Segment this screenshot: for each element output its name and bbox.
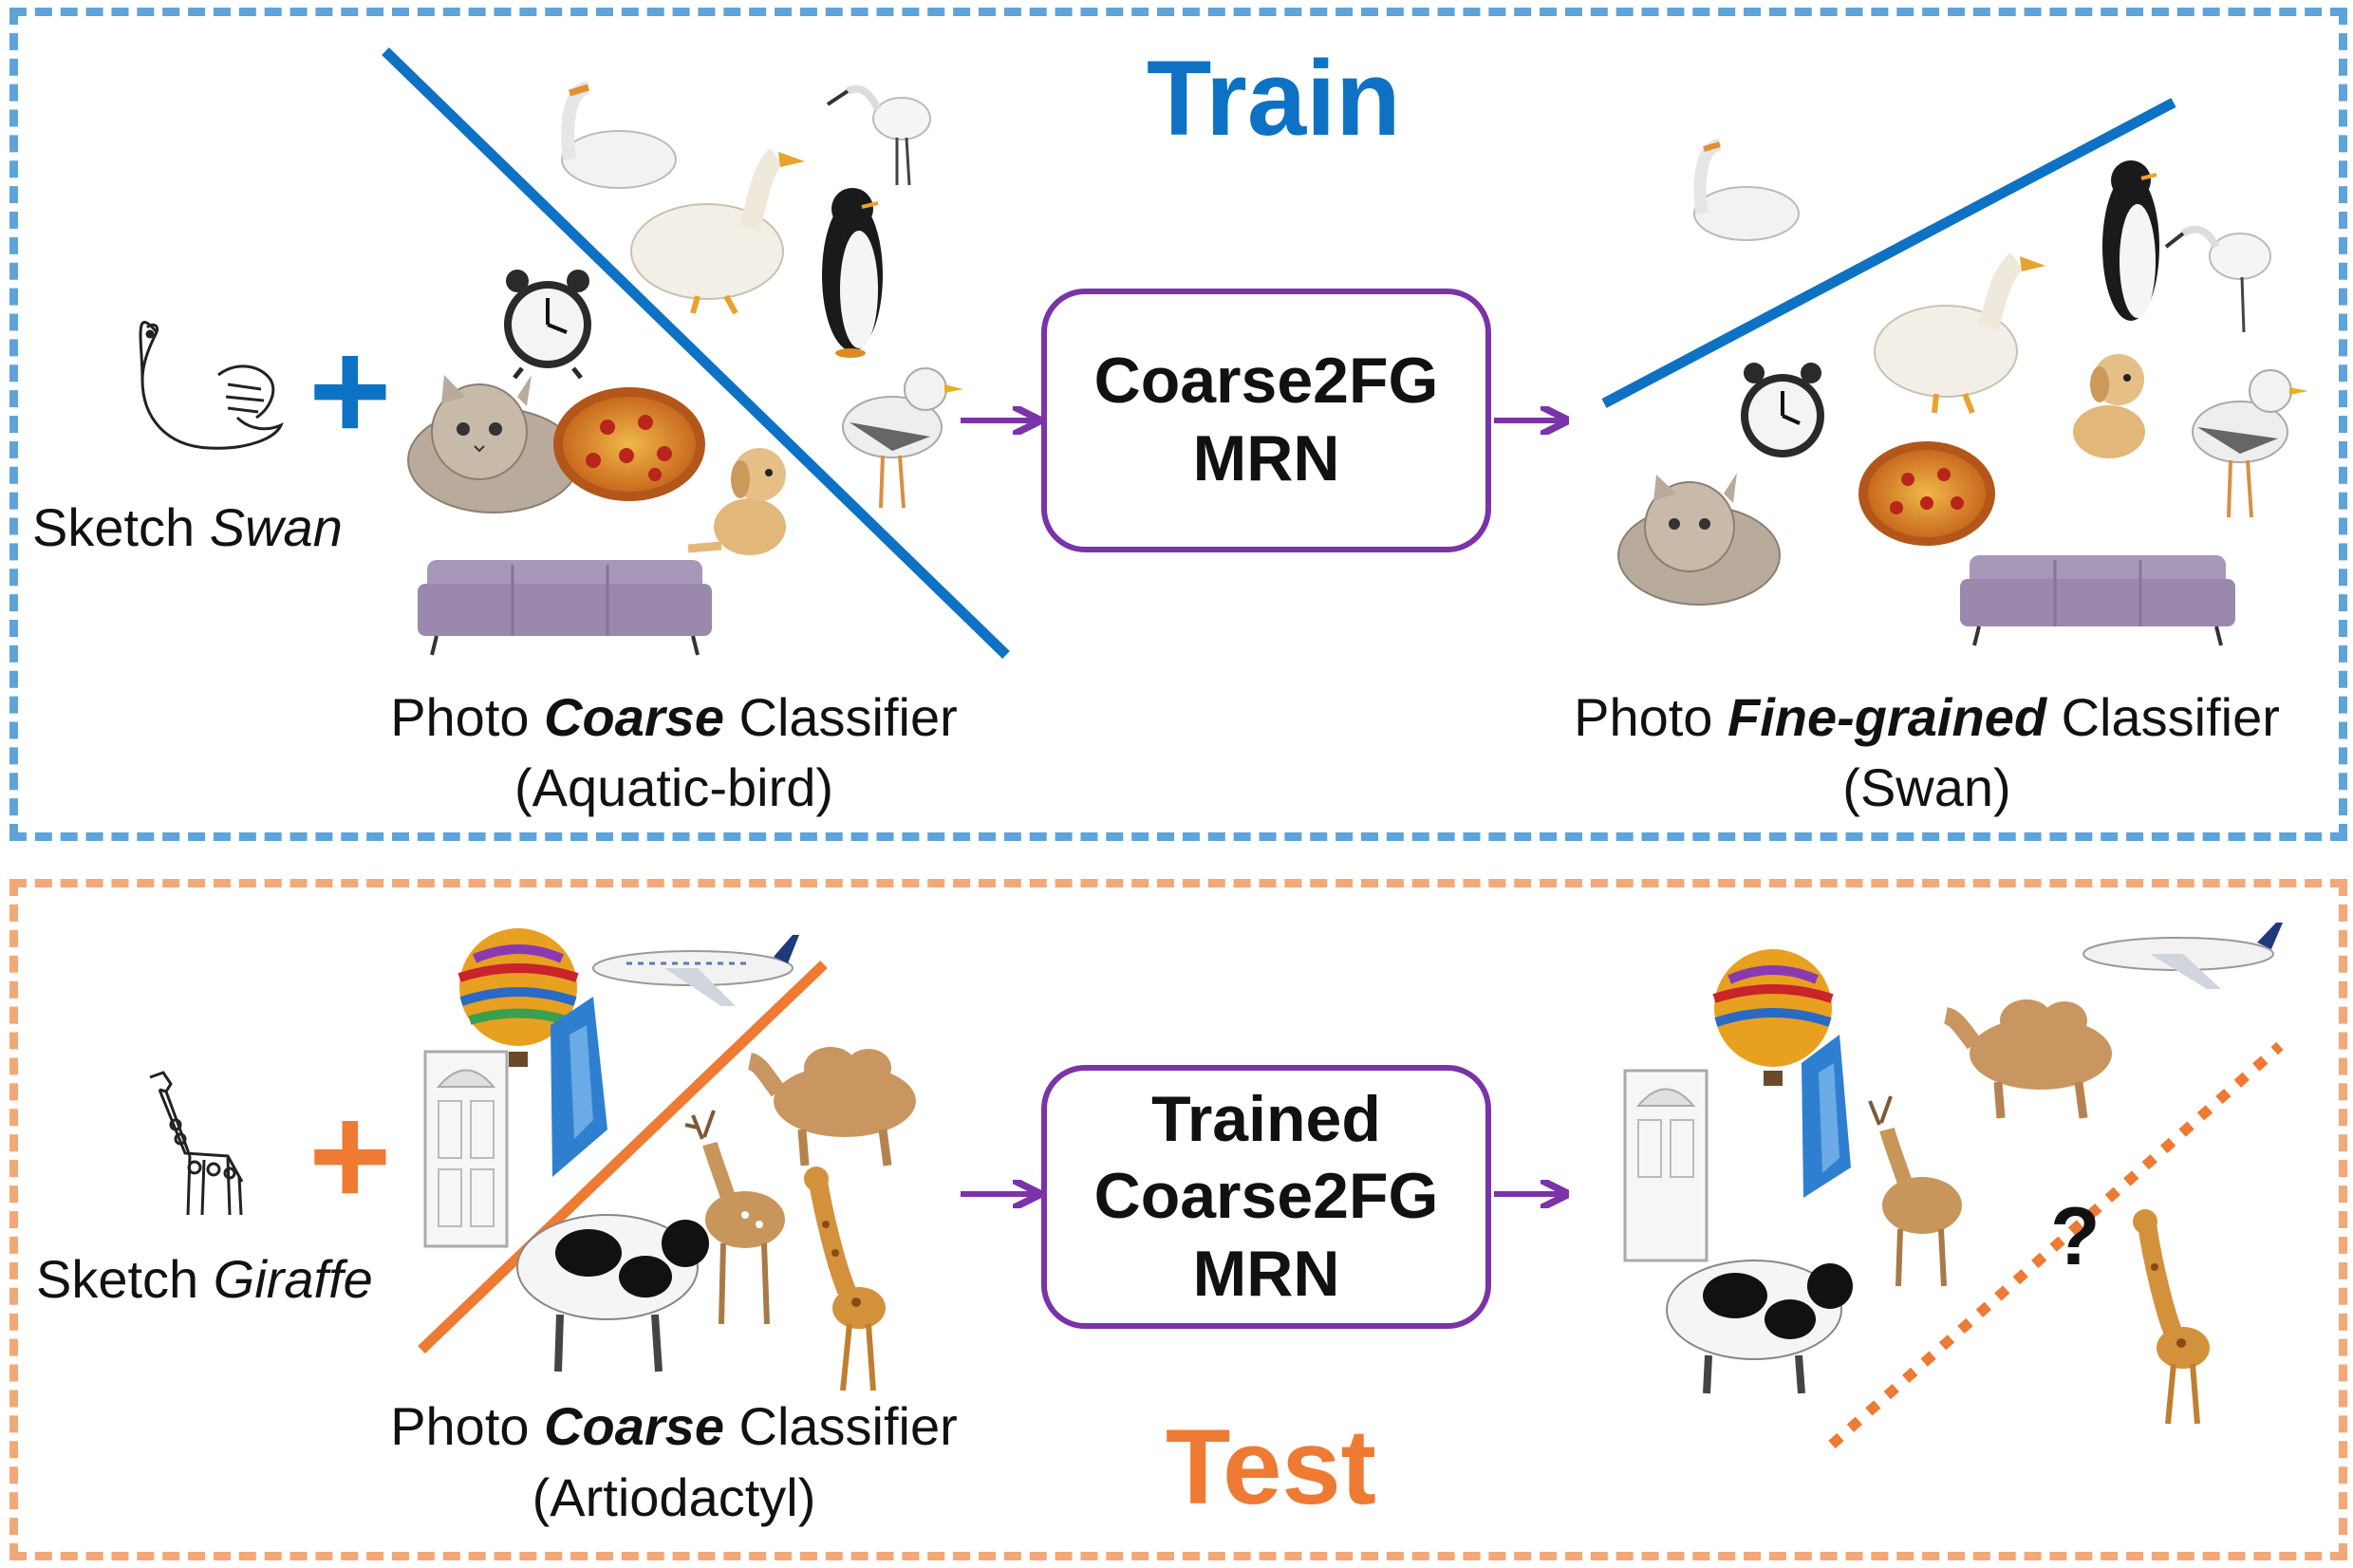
swan-sketch-icon <box>139 321 284 450</box>
cow-icon-right <box>1666 1260 1853 1394</box>
pizza-icon <box>553 387 705 501</box>
pizza-icon-right <box>1858 441 1995 546</box>
coarse-suffix-test: Classifier <box>723 1396 958 1456</box>
penguin-icon <box>822 188 883 358</box>
skyscraper-icon-right <box>1802 1035 1851 1198</box>
swan-icon-right <box>1693 138 1800 241</box>
egret-icon-right <box>2164 225 2271 333</box>
sketch-name-test: Giraffe <box>213 1249 373 1309</box>
skyscraper-icon <box>551 997 607 1177</box>
coarse-suffix: Classifier <box>723 687 958 747</box>
egret-icon <box>826 84 931 186</box>
question-mark: ? <box>2050 1191 2101 1282</box>
coarse2fg-mrn-box: Coarse2FG MRN <box>1041 289 1491 552</box>
giraffe-icon <box>804 1167 886 1391</box>
fine-emph: Fine-grained <box>1727 687 2047 747</box>
coarse-boundary-train <box>382 47 1010 659</box>
sketch-giraffe-label: Sketch Giraffe <box>36 1253 373 1306</box>
sketch-swan-label: Sketch Swan <box>32 501 343 554</box>
sofa-icon <box>418 560 712 656</box>
fine-prefix: Photo <box>1574 687 1728 747</box>
coarse-prefix: Photo <box>390 687 545 747</box>
deer-icon-right <box>1868 1095 1962 1287</box>
coarse-emph-test: Coarse <box>544 1396 724 1456</box>
sketch-prefix-test: Sketch <box>36 1249 214 1309</box>
alarm-clock-icon <box>504 270 591 380</box>
puppy-icon <box>687 448 786 555</box>
coarse-prefix-test: Photo <box>390 1396 545 1456</box>
test-panel <box>9 879 2347 1560</box>
test-title: Test <box>1166 1408 1376 1526</box>
coarse-class-test: (Artiodactyl) <box>532 1467 816 1527</box>
train-title: Train <box>1147 39 1401 158</box>
puppy-icon-right <box>2073 354 2145 458</box>
fine-classifier-label-train: Photo Fine-grained Classifier <box>1519 691 2335 744</box>
fine-suffix: Classifier <box>2046 687 2280 747</box>
airplane-icon-right <box>2082 923 2283 989</box>
cat-icon <box>407 375 580 513</box>
hot-air-balloon-icon <box>458 928 579 1067</box>
door-icon <box>423 1050 509 1248</box>
coarse-emph: Coarse <box>544 687 724 747</box>
fine-boundary-test <box>1828 1041 2284 1449</box>
duck-icon <box>630 148 805 315</box>
coarse-class-train: (Aquatic-bird) <box>514 757 834 817</box>
sketch-prefix: Sketch <box>32 497 210 557</box>
cat-icon-right <box>1617 473 1781 606</box>
model-line-1-test: Trained <box>1151 1082 1381 1155</box>
coarse-boundary-test <box>418 961 828 1353</box>
giraffe-icon-right <box>2133 1209 2210 1425</box>
plus-sign-train: + <box>308 310 392 470</box>
door-icon-right <box>1623 1069 1709 1262</box>
alarm-clock-icon-right <box>1741 363 1824 457</box>
fine-class-train: (Swan) <box>1842 757 2011 817</box>
cow-icon <box>516 1214 709 1372</box>
penguin-icon-right <box>2102 160 2159 321</box>
duck-icon-right <box>1874 252 2045 415</box>
giraffe-sketch-icon <box>149 1071 244 1216</box>
plus-sign-test: + <box>308 1075 392 1235</box>
seagull-icon-right <box>2192 369 2308 518</box>
coarse-classifier-label-train: Photo Coarse Classifier <box>361 691 987 744</box>
model-line-3-test: MRN <box>1192 1237 1340 1310</box>
fine-boundary-train <box>1601 98 2176 408</box>
trained-coarse2fg-mrn-box: Trained Coarse2FG MRN <box>1041 1065 1491 1329</box>
seagull-icon <box>842 367 963 509</box>
model-line-2-test: Coarse2FG <box>1093 1160 1439 1233</box>
hot-air-balloon-icon-right <box>1712 949 1834 1086</box>
swan-icon <box>561 81 677 189</box>
sketch-name: Swan <box>209 497 343 557</box>
airplane-icon <box>592 935 799 1006</box>
deer-icon <box>684 1110 785 1325</box>
train-panel <box>9 8 2347 841</box>
model-line-2: MRN <box>1192 422 1340 495</box>
coarse-classifier-label-test: Photo Coarse Classifier <box>361 1400 987 1453</box>
model-line-1: Coarse2FG <box>1093 345 1439 418</box>
camel-icon-right <box>1943 999 2112 1119</box>
camel-icon <box>747 1047 916 1167</box>
sofa-icon-right <box>1960 555 2235 646</box>
